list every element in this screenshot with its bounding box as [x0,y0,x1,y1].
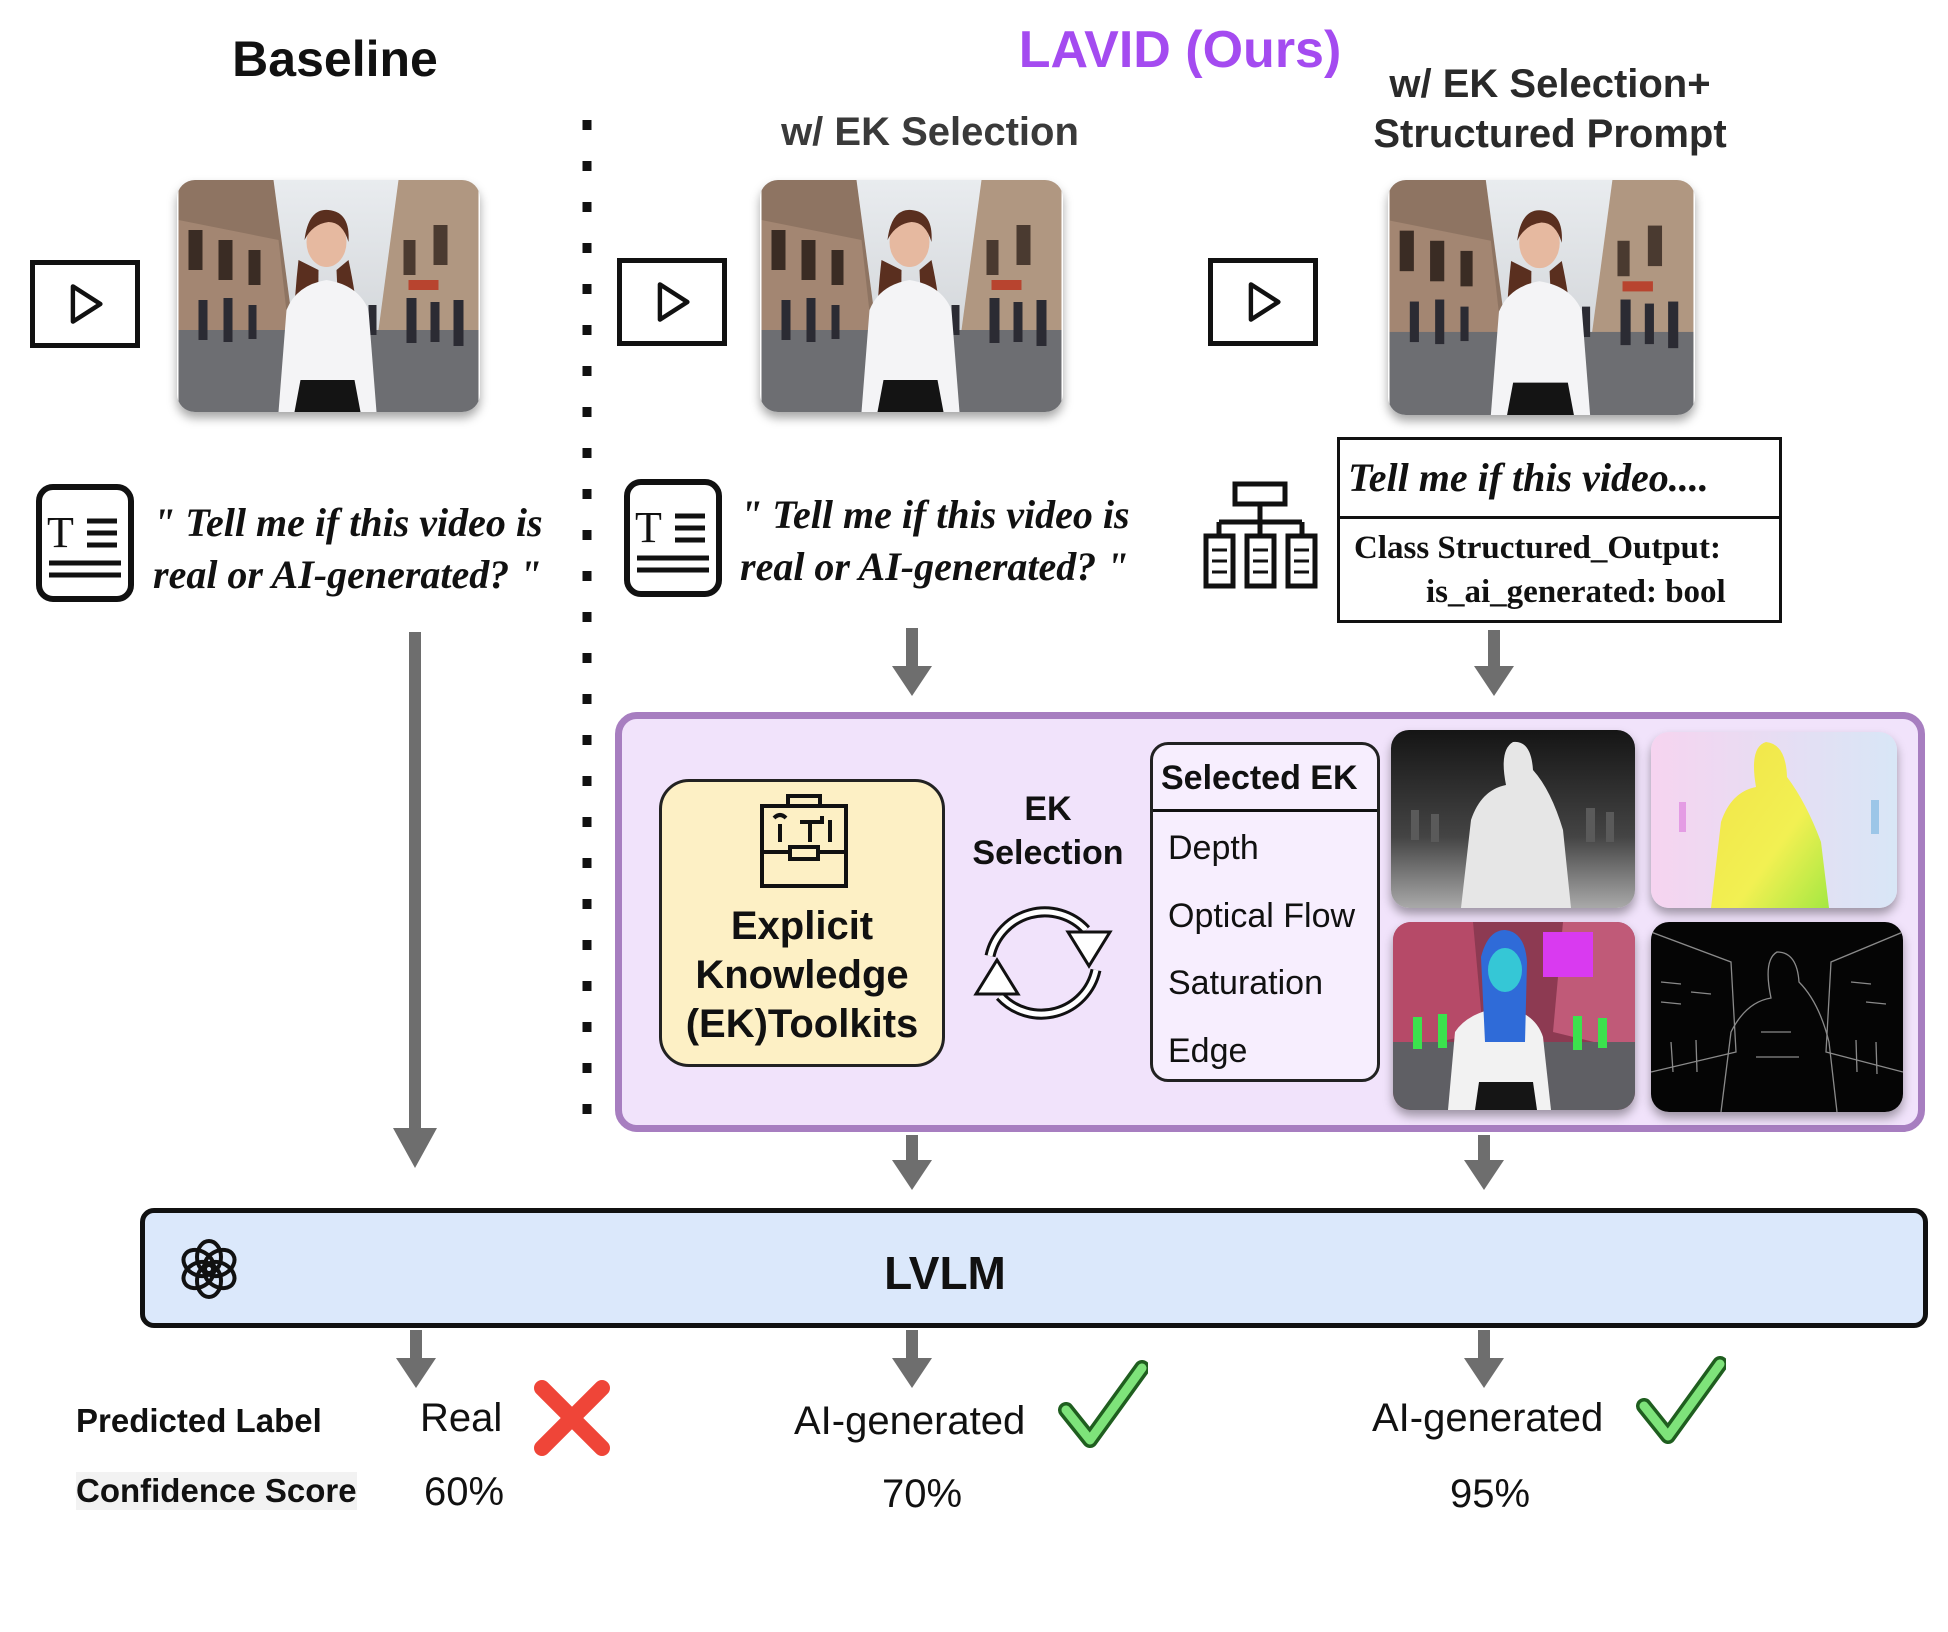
arrow-shaft [1478,1135,1490,1163]
video-play-icon [30,260,140,348]
ek-selection-label-line1: EK [1024,790,1072,828]
structured-prompt-box: Tell me if this video.... Class Structur… [1337,437,1782,623]
structured-output-icon [1203,481,1318,589]
baseline-arrow-shaft [409,632,421,1132]
cycle-arrows-icon [973,906,1113,1020]
ek-structured-header-line1: w/ EK Selection+ [1389,62,1711,106]
arrow-shaft [906,1330,918,1360]
ek-item-optical-flow: Optical Flow [1168,897,1356,935]
incorrect-cross-icon [534,1380,610,1456]
ek-selection-label-line2: Selection [972,834,1124,872]
arrow-head [396,1358,436,1388]
selected-ek-divider [1153,809,1377,812]
prompt-line2: real or AI-generated? " [740,544,1129,589]
toolbox-icon [760,794,848,888]
structured-prompt-title: Tell me if this video.... [1348,455,1709,500]
ek-selection-predicted-label: AI-generated [794,1399,1026,1443]
baseline-arrow-head [393,1128,437,1168]
lavid-header: LAVID (Ours) [1018,21,1342,79]
arrow-shaft [1488,630,1500,670]
arrow-head [892,1160,932,1190]
optical-flow-image [1651,732,1897,908]
correct-check-icon [1636,1356,1726,1444]
ek-selection-confidence-score: 70% [882,1472,963,1516]
arrow-head [892,1358,932,1388]
arrow-shaft [1478,1330,1490,1360]
structured-prompt-divider [1340,516,1779,519]
correct-check-icon [1058,1360,1148,1448]
arrow-shaft [410,1330,422,1360]
toolkit-label-line1: Explicit [730,904,874,948]
prompt-line1: " Tell me if this video is [740,492,1130,537]
ek-toolkits-box: Explicit Knowledge (EK)Toolkits [659,779,945,1067]
edge-map-image [1651,922,1903,1112]
arrow-head [1474,666,1514,696]
toolkit-label-line3: (EK)Toolkits [685,1002,919,1046]
column-separator [582,120,592,1140]
prompt-line1: " Tell me if this video is [153,500,543,545]
lvlm-label: LVLM [884,1247,1006,1299]
prompt-line2: real or AI-generated? " [153,552,542,597]
baseline-predicted-label: Real [420,1396,503,1440]
video-frame-thumbnail [1388,180,1695,415]
video-frame-thumbnail [177,180,480,412]
ek-item-depth: Depth [1168,829,1259,867]
arrow-shaft [906,1135,918,1163]
structured-output-field-line: is_ai_generated: bool [1426,574,1726,610]
ek-structured-header-line2: Structured Prompt [1373,112,1727,156]
ek-structured-predicted-label: AI-generated [1372,1396,1604,1440]
lvlm-box: LVLM [140,1208,1928,1328]
confidence-score-title: Confidence Score [76,1472,357,1510]
video-play-icon [617,258,727,346]
openai-logo-icon [181,1239,237,1299]
ek-item-saturation: Saturation [1168,964,1323,1002]
baseline-confidence-score: 60% [424,1470,505,1514]
arrow-shaft [906,628,918,670]
structured-output-class-line: Class Structured_Output: [1354,530,1722,566]
text-prompt-icon [623,478,723,598]
selected-ek-list: Selected EK Depth Optical Flow Saturatio… [1150,742,1380,1082]
arrow-head [892,666,932,696]
depth-map-image [1391,730,1635,908]
arrow-head [1464,1160,1504,1190]
ek-item-edge: Edge [1168,1032,1248,1070]
arrow-head [1464,1358,1504,1388]
video-frame-thumbnail [760,180,1063,412]
ek-selection-header: w/ EK Selection [781,110,1079,154]
saturation-map-image [1393,922,1635,1110]
selected-ek-title: Selected EK [1161,759,1358,797]
predicted-label-title: Predicted Label [76,1402,322,1439]
text-prompt-icon [35,483,135,603]
video-play-icon [1208,258,1318,346]
toolkit-label-line2: Knowledge [695,953,909,997]
ek-structured-confidence-score: 95% [1450,1472,1531,1516]
baseline-header: Baseline [232,31,438,87]
